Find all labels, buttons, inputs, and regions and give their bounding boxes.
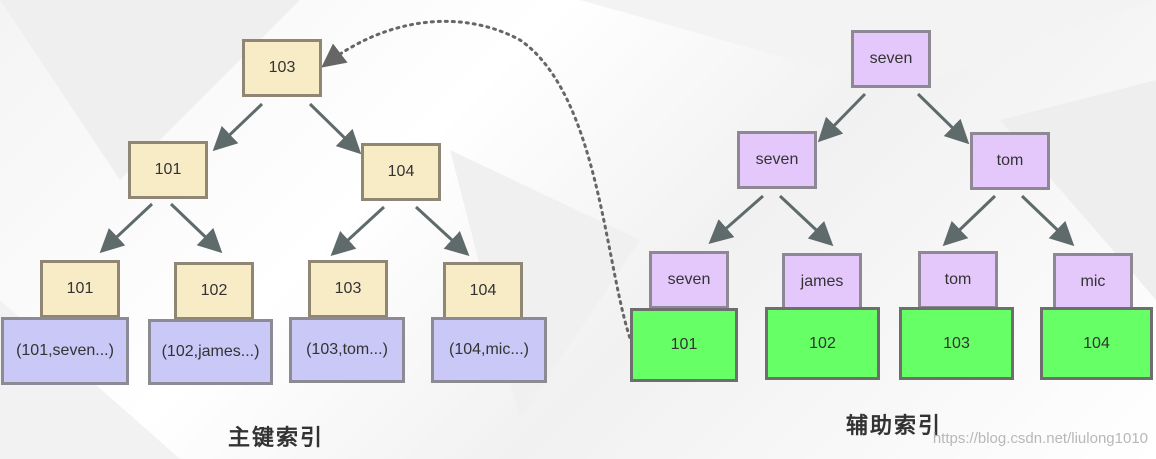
arrow-101-to-101 [99,202,154,254]
secondary-leaf-pk-3: 103 [899,307,1014,380]
secondary-leaf-key-3: tom [918,251,998,309]
arrow-seven-to-seven [817,92,867,143]
arrow-seven-to-james-leaf [778,194,834,247]
primary-level2-node-1: 101 [128,141,208,199]
primary-leaf-row-4: (104,mic...) [431,317,547,383]
secondary-root-node: seven [851,30,931,88]
arrow-seven-to-tom [916,92,970,145]
arrow-104-to-104 [414,205,470,257]
secondary-level2-node-2: tom [970,132,1050,190]
primary-leaf-key-4: 104 [443,262,523,320]
primary-leaf-key-1: 101 [40,260,120,318]
secondary-leaf-pk-2: 102 [765,307,880,380]
watermark-url: https://blog.csdn.net/liulong1010 [932,430,1148,447]
secondary-leaf-key-4: mic [1053,253,1133,311]
secondary-index-caption: 辅助索引 [846,414,943,439]
primary-leaf-key-3: 103 [308,260,388,318]
primary-leaf-row-2: (102,james...) [148,319,273,385]
primary-leaf-key-2: 102 [174,262,254,320]
primary-level2-node-2: 104 [361,143,441,201]
primary-index-caption: 主键索引 [228,426,325,451]
arrow-101-to-102 [169,202,223,254]
primary-leaf-row-1: (101,seven...) [1,317,129,385]
secondary-leaf-key-2: james [782,253,862,311]
arrow-tom-to-mic-leaf [1020,194,1075,247]
arrow-tom-to-tom-leaf [942,194,997,247]
lookup-dotted-curve [321,19,634,346]
secondary-leaf-pk-1: 101 [630,308,738,382]
arrow-seven-to-seven-leaf [708,194,764,244]
secondary-index-arrows [708,92,1075,247]
arrow-103-to-101 [212,102,264,152]
secondary-leaf-pk-4: 104 [1040,307,1153,380]
arrow-104-to-103 [330,205,386,257]
primary-leaf-row-3: (103,tom...) [289,317,405,383]
arrow-103-to-104 [308,102,362,155]
secondary-level2-node-1: seven [737,131,817,189]
primary-index-arrows [99,102,470,257]
primary-root-node: 103 [242,39,322,97]
secondary-leaf-key-1: seven [649,251,729,309]
